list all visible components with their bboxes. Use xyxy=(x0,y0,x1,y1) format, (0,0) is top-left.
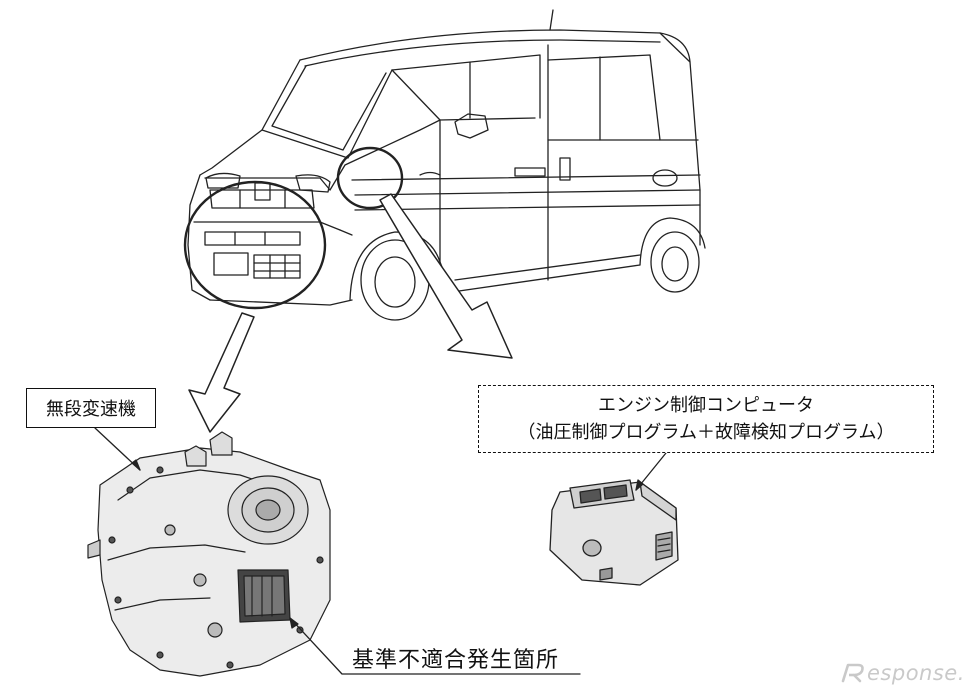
response-watermark: esponse. xyxy=(840,661,965,685)
leader-line-defect xyxy=(289,617,581,675)
callout-circle-transmission xyxy=(183,180,327,310)
response-watermark-text: esponse. xyxy=(867,661,965,685)
ecu-label-line1: エンジン制御コンピュータ xyxy=(598,395,814,416)
leader-line-transmission xyxy=(94,427,141,471)
transmission-illustration xyxy=(87,431,331,677)
ecu-label: エンジン制御コンピュータ （油圧制御プログラム＋故障検知プログラム） xyxy=(478,385,934,453)
response-logo-icon xyxy=(841,663,864,683)
defect-location-label: 基準不適合発生箇所 xyxy=(352,648,560,673)
transmission-label-text: 無段変速機 xyxy=(46,399,136,420)
ecu-label-line2: （油圧制御プログラム＋故障検知プログラム） xyxy=(517,422,895,443)
callout-circle-ecu xyxy=(336,146,404,210)
transmission-label: 無段変速機 xyxy=(26,388,156,428)
arrow-to-ecu xyxy=(379,193,513,359)
leader-line-ecu xyxy=(635,452,667,491)
ecu-illustration xyxy=(549,479,679,586)
arrow-to-transmission xyxy=(188,312,255,433)
